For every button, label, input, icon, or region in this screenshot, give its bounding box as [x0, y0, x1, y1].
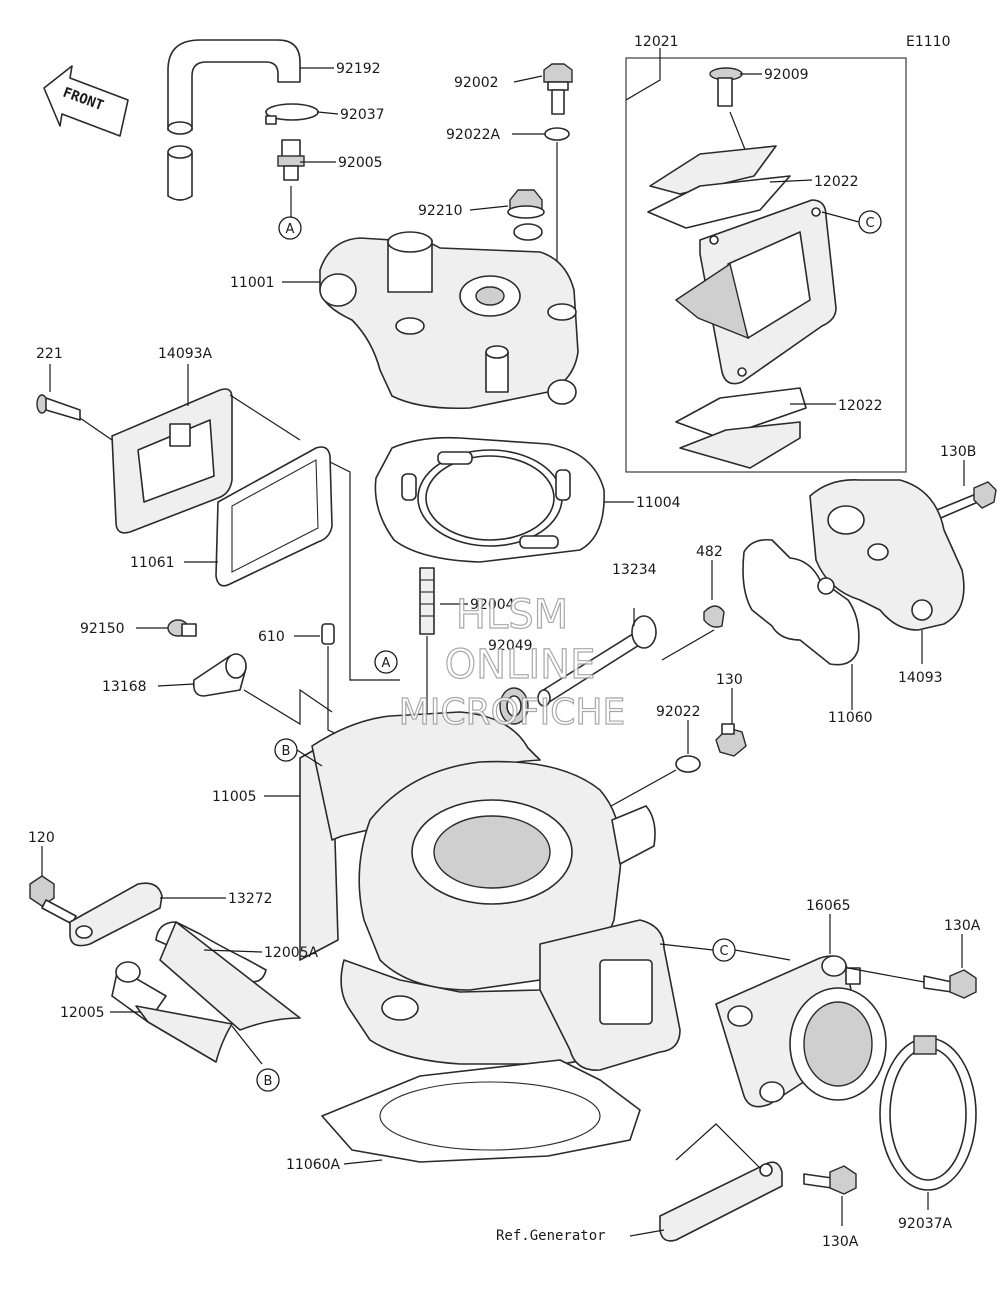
clip-482 [703, 605, 725, 628]
bolt-130a-upper [923, 969, 977, 999]
part-label-130b: 130B [940, 444, 976, 460]
part-label-12005a: 12005A [264, 945, 319, 961]
reed-stopper-bottom [679, 421, 801, 469]
part-label-13234: 13234 [612, 562, 657, 578]
screw-92150 [167, 619, 197, 637]
part-label-92150: 92150 [80, 621, 125, 637]
part-label-92037: 92037 [340, 107, 385, 123]
washer-92022 [675, 755, 701, 773]
shaft-13234 [537, 615, 657, 707]
part-label-11001: 11001 [230, 275, 275, 291]
callout-c-lower-label: C [719, 944, 728, 959]
callout-b-lower-label: B [264, 1074, 273, 1089]
reed-cover-14093a [111, 388, 233, 534]
oil-seal-92049 [499, 687, 529, 725]
part-label-11005: 11005 [212, 789, 257, 805]
cylinder-head-11001 [319, 223, 579, 410]
head-gasket-11004 [374, 436, 605, 563]
exhaust-cover-14093 [809, 479, 965, 631]
part-label-130: 130 [716, 672, 743, 688]
part-label-92210: 92210 [418, 203, 463, 219]
part-label-130a-lower: 130A [822, 1234, 859, 1250]
ref-generator-note: Ref.Generator [496, 1228, 606, 1244]
callout-b-lower [256, 1068, 280, 1092]
bolt-130b [931, 481, 997, 521]
washer-92022a [544, 127, 570, 141]
part-label-11060: 11060 [828, 710, 873, 726]
reed-valve-box [625, 57, 907, 473]
hose-92192 [167, 39, 301, 201]
reed-petal-top [647, 175, 791, 229]
part-label-92004: 92004 [470, 597, 515, 613]
watermark-line-3: MICROFICHE [399, 692, 625, 733]
ref-generator-strap [659, 1161, 783, 1242]
bolt-120 [29, 875, 77, 925]
callout-a-middle-label: A [382, 656, 391, 671]
reed-block-12021 [674, 199, 837, 385]
fitting-92005 [277, 139, 305, 181]
stud-92004 [419, 567, 435, 635]
part-label-12022-bottom: 12022 [838, 398, 883, 414]
part-label-11060a: 11060A [286, 1157, 341, 1173]
bolt-92002 [543, 63, 573, 115]
callout-b-upper-label: B [282, 744, 291, 759]
part-label-120: 120 [28, 830, 55, 846]
bolt-130a-lower [803, 1165, 857, 1195]
clamp-92037 [265, 103, 319, 125]
part-label-12022-top: 12022 [814, 174, 859, 190]
part-label-16065: 16065 [806, 898, 851, 914]
part-label-13272: 13272 [228, 891, 273, 907]
part-label-92049: 92049 [488, 638, 533, 654]
part-label-221: 221 [36, 346, 63, 362]
callout-a-middle [374, 650, 398, 674]
part-label-92009: 92009 [764, 67, 809, 83]
part-label-130a-upper: 130A [944, 918, 981, 934]
part-label-13168: 13168 [102, 679, 147, 695]
callout-a-top [278, 216, 302, 240]
watermark-line-1: HLSM [456, 592, 568, 638]
part-label-12021: 12021 [634, 34, 679, 50]
diagram-code: E1110 [906, 34, 950, 50]
callout-c-upper-label: C [865, 216, 874, 231]
part-label-610: 610 [258, 629, 285, 645]
holder-13168 [192, 653, 247, 697]
bolt-221 [36, 394, 81, 421]
part-label-11004: 11004 [636, 495, 681, 511]
part-label-11061: 11061 [130, 555, 175, 571]
bolt-130 [715, 723, 747, 757]
clamp-92037a [879, 1035, 977, 1191]
screw-92009 [709, 67, 743, 107]
part-label-14093a: 14093A [158, 346, 213, 362]
part-label-482: 482 [696, 544, 723, 560]
part-label-92037a: 92037A [898, 1216, 953, 1232]
part-label-14093: 14093 [898, 670, 943, 686]
nut-92210 [507, 189, 545, 219]
watermark: HLSM ONLINE MICROFICHE [398, 591, 626, 733]
cylinder-11005 [299, 711, 681, 1071]
gasket-11060 [742, 538, 860, 666]
exhaust-valve-12005a [155, 921, 301, 1031]
base-gasket-11060a [321, 1059, 641, 1163]
part-label-12005: 12005 [60, 1005, 105, 1021]
dowel-610 [321, 623, 335, 645]
part-label-92022a: 92022A [446, 127, 501, 143]
front-arrow: FRONT [43, 65, 129, 137]
part-label-92192: 92192 [336, 61, 381, 77]
watermark-line-2: ONLINE [445, 642, 596, 688]
part-label-92005: 92005 [338, 155, 383, 171]
valve-cover-13272 [69, 882, 163, 947]
callout-a-top-label: A [286, 222, 295, 237]
gasket-11061 [215, 446, 333, 587]
part-label-92002: 92002 [454, 75, 499, 91]
part-label-92022: 92022 [656, 704, 701, 720]
intake-manifold-16065 [715, 955, 887, 1108]
exhaust-valve-12005 [111, 961, 233, 1063]
reed-stopper-top [649, 145, 777, 195]
